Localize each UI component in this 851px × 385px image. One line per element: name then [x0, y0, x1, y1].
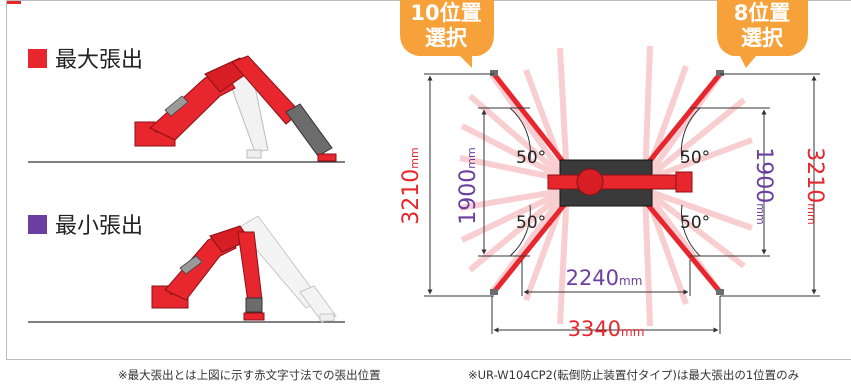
legend-min-swatch [28, 214, 47, 234]
bubble-left-line2: 選択 [425, 26, 468, 50]
bubble-left-line1: 10位置 [410, 1, 481, 25]
outrigger-max-side-view [28, 55, 345, 163]
angle-label-bottom-right: 50° [680, 213, 710, 233]
angle-label-top-left: 50° [516, 148, 546, 168]
legend-min: 最小張出 [28, 208, 143, 240]
angle-label-top-right: 50° [680, 148, 710, 168]
top-accent-bar [7, 1, 21, 4]
outer-width-label: 3340mm [568, 317, 645, 341]
outrigger-min-side-view [28, 215, 345, 323]
outer-height-right: 3210mm [802, 147, 827, 224]
outer-height-left: 3210mm [399, 147, 424, 224]
inner-height-left: 1900mm [456, 147, 481, 224]
legend-max-label: 最大張出 [55, 48, 144, 73]
crane-body [547, 159, 693, 207]
inner-width-label: 2240mm [566, 266, 643, 290]
bubble-right: 8位置 選択 [717, 0, 808, 68]
footer-note-right: ※UR-W104CP2(転倒防止装置付タイプ)は最大張出の1位置のみ [468, 368, 800, 382]
dimension-lines [424, 73, 820, 334]
bubble-left: 10位置 選択 [400, 0, 494, 68]
legend-min-label: 最小張出 [55, 214, 144, 239]
bubble-right-line1: 8位置 [734, 1, 791, 25]
main-outriggers [490, 70, 724, 295]
bubble-right-line2: 選択 [741, 26, 784, 50]
angle-label-bottom-left: 50° [516, 213, 546, 233]
legend-max: 最大張出 [28, 42, 143, 74]
footer-note-left: ※最大張出とは上図に示す赤文字寸法での張出位置 [118, 368, 381, 382]
legend-max-swatch [28, 48, 47, 68]
inner-height-right: 1900mm [751, 147, 776, 224]
